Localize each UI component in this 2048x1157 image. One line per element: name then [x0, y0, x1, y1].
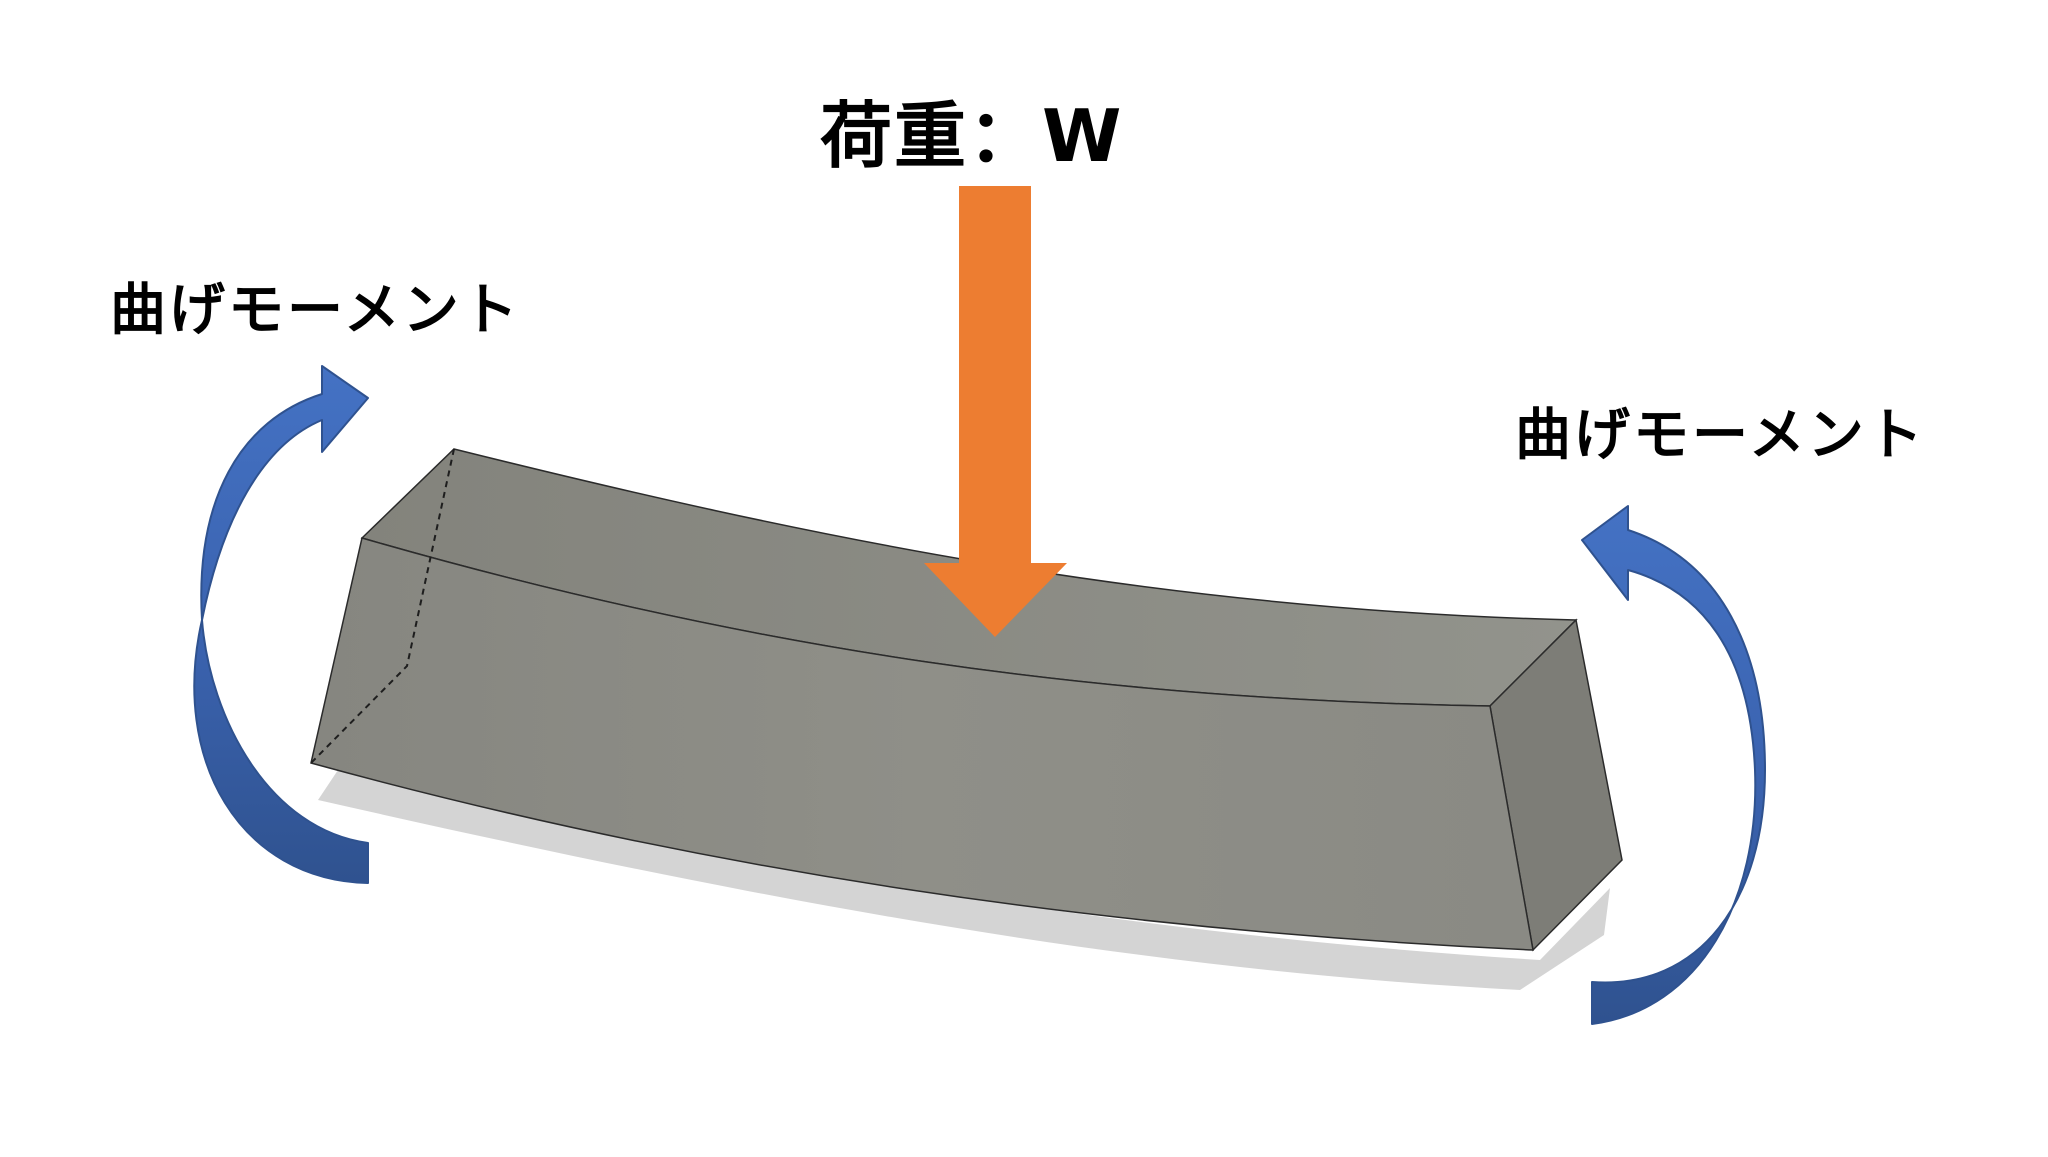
moment-arrow-right-icon	[1581, 505, 1766, 1025]
load-label: 荷重：W	[820, 94, 1124, 178]
bending-moment-label-left: 曲げモーメント	[110, 278, 521, 343]
load-arrow-icon	[924, 186, 1067, 637]
beam-front-face	[310, 537, 1534, 951]
bending-moment-label-right: 曲げモーメント	[1515, 403, 1926, 468]
beam-hidden-edge	[310, 448, 455, 764]
beam-shadow	[318, 770, 1610, 990]
moment-arrow-left-icon	[193, 365, 369, 884]
